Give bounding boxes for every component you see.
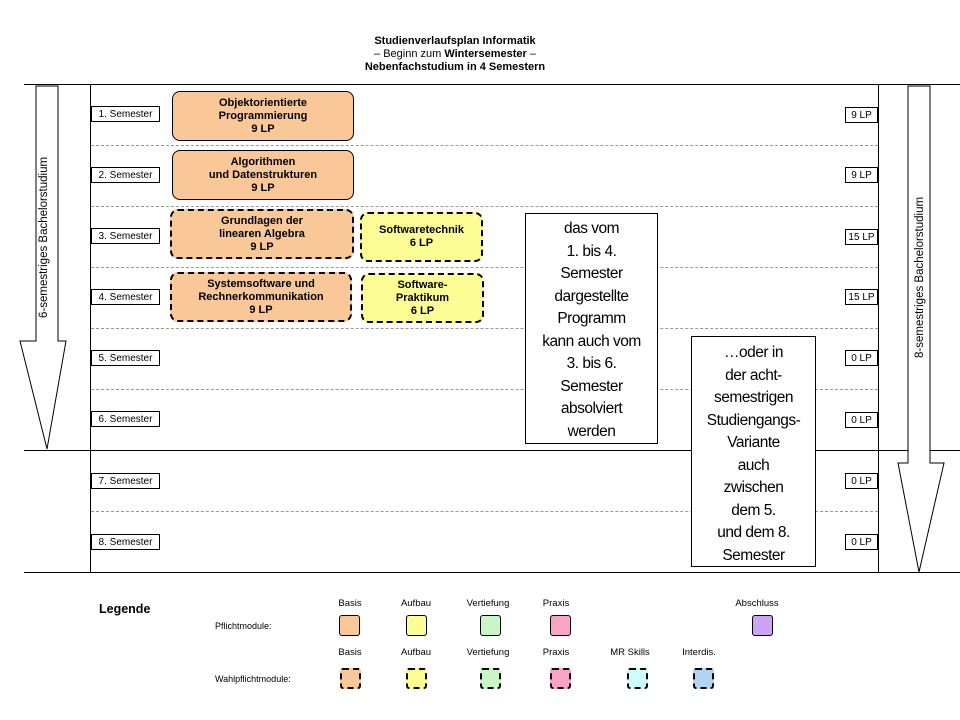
credits-semester-2: 9 LP bbox=[845, 167, 878, 183]
row-divider bbox=[91, 328, 878, 329]
swatch-pflicht-aufbau bbox=[406, 615, 427, 636]
legend-pflicht-label: Pflichtmodule: bbox=[215, 621, 272, 631]
legend-label-wahl-aufbau: Aufbau bbox=[400, 647, 432, 658]
semester-label-5: 5. Semester bbox=[91, 350, 160, 366]
title-line-1: Studienverlaufsplan Informatik bbox=[374, 35, 536, 47]
diagram-title: Studienverlaufsplan Informatik – Beginn … bbox=[300, 35, 610, 74]
row-divider bbox=[91, 206, 878, 207]
legend-label-vertiefung: Vertiefung bbox=[466, 598, 510, 609]
legend-label-interdis: Interdis. bbox=[682, 647, 716, 658]
legend-wahl-label: Wahlpflichtmodule: bbox=[215, 674, 291, 684]
swatch-pflicht-abschluss bbox=[752, 615, 773, 636]
credits-semester-8: 0 LP bbox=[845, 534, 878, 550]
title-line-2: – Beginn zum Wintersemester – bbox=[374, 48, 536, 60]
semester-label-6: 6. Semester bbox=[91, 411, 160, 427]
legend-label-mr-skills: MR Skills bbox=[610, 647, 650, 658]
swatch-pflicht-basis bbox=[339, 615, 360, 636]
credits-semester-4: 15 LP bbox=[845, 289, 878, 305]
title-line-3: Nebenfachstudium in 4 Semestern bbox=[364, 61, 546, 73]
semester-label-8: 8. Semester bbox=[91, 534, 160, 550]
semester-label-1: 1. Semester bbox=[91, 106, 160, 122]
swatch-pflicht-vertiefung bbox=[480, 615, 501, 636]
semester-label-3: 3. Semester bbox=[91, 228, 160, 244]
row-divider bbox=[91, 145, 878, 146]
legend-label-abschluss: Abschluss bbox=[735, 598, 779, 609]
credits-semester-5: 0 LP bbox=[845, 350, 878, 366]
semester-label-4: 4. Semester bbox=[91, 289, 160, 305]
swatch-wahl-interdis bbox=[693, 668, 714, 689]
legend-label-wahl-basis: Basis bbox=[338, 647, 362, 658]
legend-label-praxis: Praxis bbox=[542, 598, 570, 609]
swatch-wahl-mr-skills bbox=[627, 668, 648, 689]
swatch-pflicht-praxis bbox=[550, 615, 571, 636]
credits-semester-3: 15 LP bbox=[845, 229, 878, 245]
eight-semester-arrow bbox=[897, 85, 945, 573]
swatch-wahl-vertiefung bbox=[480, 668, 501, 689]
row-divider bbox=[91, 389, 878, 390]
semester-label-2: 2. Semester bbox=[91, 167, 160, 183]
six-semester-arrow bbox=[19, 85, 67, 450]
credits-semester-6: 0 LP bbox=[845, 412, 878, 428]
row-divider bbox=[91, 511, 878, 512]
legend-label-wahl-vertiefung: Vertiefung bbox=[466, 647, 510, 658]
legend-label-wahl-praxis: Praxis bbox=[542, 647, 570, 658]
swatch-wahl-praxis bbox=[550, 668, 571, 689]
plan-frame bbox=[90, 84, 879, 573]
swatch-wahl-basis bbox=[340, 668, 361, 689]
swatch-wahl-aufbau bbox=[406, 668, 427, 689]
legend-title: Legende bbox=[99, 602, 151, 616]
legend-label-basis: Basis bbox=[338, 598, 362, 609]
semester-label-7: 7. Semester bbox=[91, 473, 160, 489]
credits-semester-7: 0 LP bbox=[845, 473, 878, 489]
eight-semester-label: 8-semestriges Bachelorstudium bbox=[914, 196, 926, 358]
legend-label-aufbau: Aufbau bbox=[400, 598, 432, 609]
row-divider bbox=[91, 267, 878, 268]
six-semester-boundary-line bbox=[24, 450, 960, 451]
six-semester-label: 6-semestriges Bachelorstudium bbox=[38, 156, 50, 318]
credits-semester-1: 9 LP bbox=[845, 107, 878, 123]
